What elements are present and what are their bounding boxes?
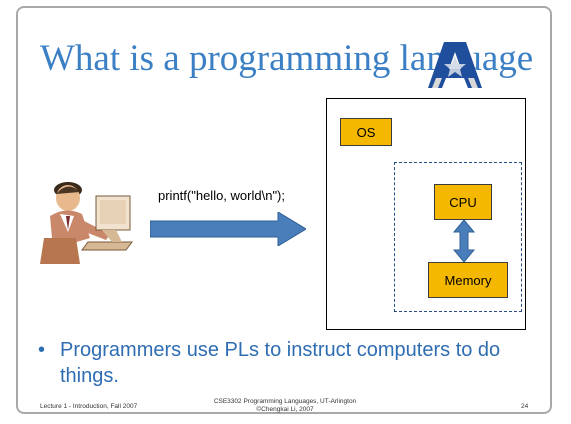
footer-lecture: Lecture 1 - Introduction, Fall 2007 xyxy=(40,403,138,410)
right-arrow-icon xyxy=(150,212,306,246)
os-label: OS xyxy=(356,124,376,140)
footer-course-line2: ©Chengkai Li, 2007 xyxy=(256,406,314,413)
ut-arlington-logo-icon xyxy=(428,42,482,88)
double-arrow-icon xyxy=(452,220,476,262)
hardware-box xyxy=(394,162,522,312)
printf-code-label: printf("hello, world\n"); xyxy=(158,188,285,203)
cpu-box: CPU xyxy=(434,184,492,220)
cpu-label: CPU xyxy=(449,194,477,210)
bullet-dot: • xyxy=(38,339,46,361)
footer-course: CSE3302 Programming Languages, UT-Arling… xyxy=(190,398,380,414)
memory-box: Memory xyxy=(428,262,508,298)
page-number: 24 xyxy=(521,403,529,410)
bullet-point: • Programmers use PLs to instruct comput… xyxy=(38,337,558,389)
footer-course-line1: CSE3302 Programming Languages, UT-Arling… xyxy=(213,398,357,405)
memory-label: Memory xyxy=(444,272,492,288)
bullet-text: Programmers use PLs to instruct computer… xyxy=(60,339,501,387)
os-box: OS xyxy=(340,118,392,146)
programmer-icon xyxy=(40,182,133,264)
